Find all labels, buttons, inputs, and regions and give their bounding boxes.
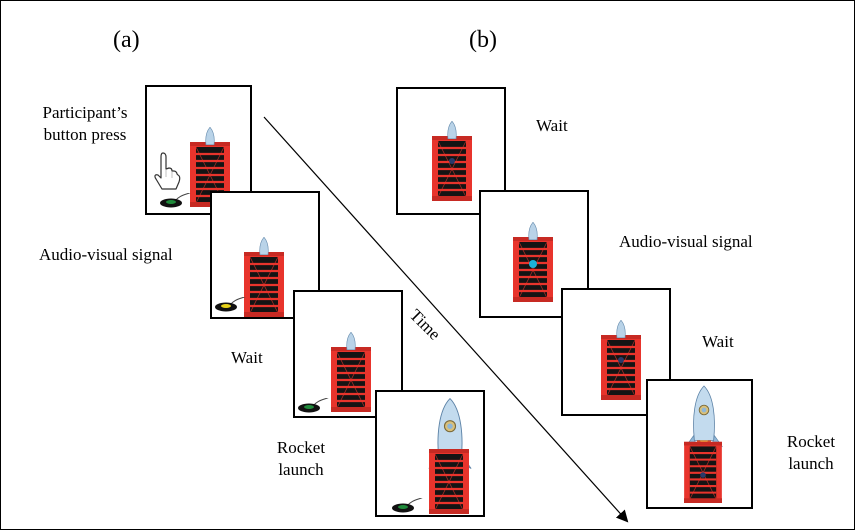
caption-a-launch: Rocket launch: [266, 437, 336, 481]
caption-a-press-line1: Participant’s: [42, 103, 128, 122]
caption-a-press: Participant’s button press: [30, 102, 140, 146]
caption-b-wait-1: Wait: [536, 116, 568, 135]
launch-tower-icon: [429, 447, 469, 514]
caption-b-wait-2: Wait: [702, 332, 734, 351]
push-button-icon: [297, 398, 337, 414]
push-button-icon: [391, 498, 431, 514]
rocket-icon: [616, 320, 626, 338]
caption-a-launch-line2: launch: [278, 460, 324, 479]
caption-b-launch-line2: launch: [788, 454, 834, 473]
rocket-icon: [205, 127, 215, 145]
panel-label-b: (b): [469, 27, 497, 53]
panel-label-a: (a): [113, 27, 140, 53]
launch-tower-icon: [432, 121, 472, 201]
caption-b-launch-line1: Rocket: [786, 432, 836, 451]
push-button-icon: [159, 193, 199, 209]
caption-b-launch: Rocket launch: [783, 431, 839, 475]
rocket-icon: [528, 222, 538, 240]
launch-tower-icon: [513, 222, 553, 302]
rocket-icon: [447, 121, 457, 139]
caption-a-launch-line1: Rocket: [276, 438, 326, 457]
signal-light-icon: [529, 260, 537, 268]
caption-a-press-line2: button press: [43, 125, 127, 144]
frame-b-rocket-launch: [646, 379, 753, 509]
launch-tower-icon: [684, 440, 722, 503]
frame-a-rocket-launch: [375, 390, 485, 517]
pointing-hand-icon: [151, 151, 181, 191]
rocket-icon: [259, 237, 269, 255]
push-button-icon: [214, 297, 254, 313]
caption-a-wait: Wait: [231, 348, 263, 367]
caption-a-signal: Audio-visual signal: [39, 245, 173, 264]
launch-tower-icon: [331, 332, 371, 412]
caption-b-signal: Audio-visual signal: [619, 232, 753, 251]
launch-tower-icon: [601, 320, 641, 400]
rocket-icon: [346, 332, 356, 350]
